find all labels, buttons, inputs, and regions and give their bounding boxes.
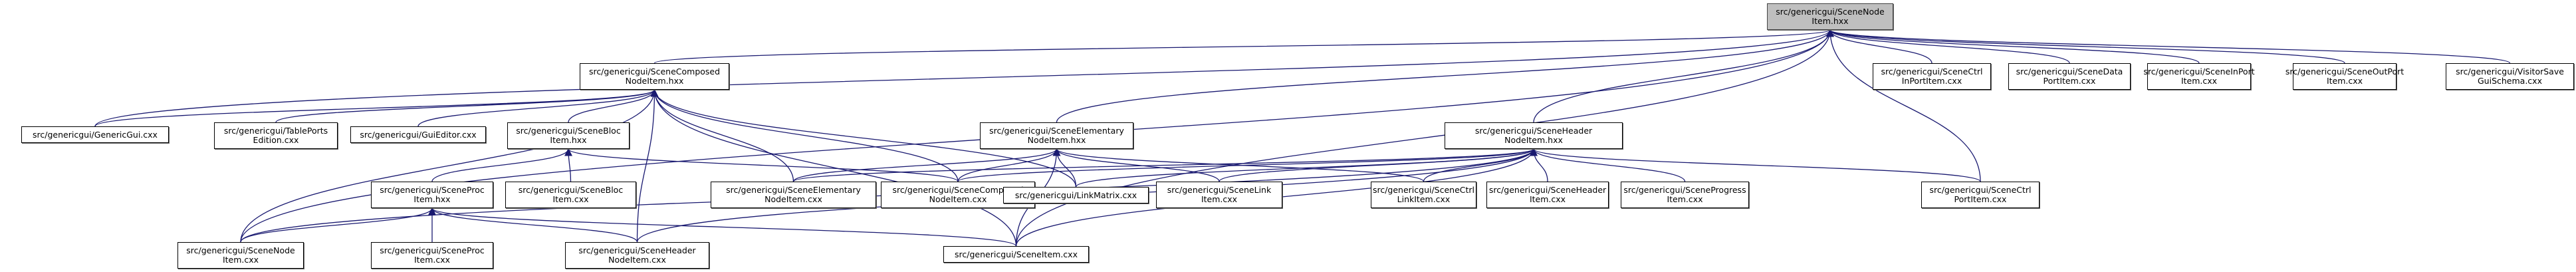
graph-node-linkmatrix[interactable]: src/genericgui/LinkMatrix.cxx <box>1003 187 1149 204</box>
edge-composed-hxx-to-root <box>653 29 1834 64</box>
graph-node-elementary-hxx[interactable]: src/genericgui/SceneElementary NodeItem.… <box>980 122 1133 149</box>
graph-node-header-hxx[interactable]: src/genericgui/SceneHeader NodeItem.hxx <box>1445 122 1623 149</box>
edge-ctrlport-to-root <box>1826 29 1981 182</box>
graph-node-bloc-cxx[interactable]: src/genericgui/SceneBloc Item.cxx <box>505 182 636 208</box>
graph-node-outport[interactable]: src/genericgui/SceneOutPort Item.cxx <box>2285 63 2404 90</box>
graph-node-progress[interactable]: src/genericgui/SceneProgress Item.cxx <box>1621 182 1749 208</box>
edge-outport-to-root <box>1826 29 2345 64</box>
graph-node-sceneitem[interactable]: src/genericgui/SceneItem.cxx <box>943 246 1089 263</box>
graph-node-nodeitem-cxx[interactable]: src/genericgui/SceneNode Item.cxx <box>177 242 304 269</box>
edge-ctrllink-to-header-hxx <box>1423 148 1538 182</box>
edge-tableports-to-composed-hxx <box>275 88 659 123</box>
edge-sceneitem-to-composed-hxx <box>650 88 1017 247</box>
edge-genericgui-to-composed-hxx <box>94 88 659 127</box>
graph-node-elementary-cxx[interactable]: src/genericgui/SceneElementary NodeItem.… <box>711 182 876 208</box>
edge-composed-cxx-to-elementary-hxx <box>957 148 1061 182</box>
edge-headeritem-to-header-hxx <box>1530 148 1548 182</box>
edge-composed-cxx-to-bloc-hxx <box>564 148 959 182</box>
edge-sceneitem-to-proc-hxx <box>428 207 1017 247</box>
edge-header-hxx-to-root <box>1533 29 1834 123</box>
graph-node-headeritem[interactable]: src/genericgui/SceneHeader Item.cxx <box>1486 182 1609 208</box>
edge-inport-to-root <box>1826 29 2200 64</box>
graph-node-linkitem[interactable]: src/genericgui/SceneLink Item.cxx <box>1156 182 1282 208</box>
edge-elementary-cxx-to-composed-hxx <box>650 88 794 182</box>
edge-visitorsave-to-root <box>1826 29 2511 64</box>
graph-node-visitorsave[interactable]: src/genericgui/VisitorSave GuiSchema.cxx <box>2446 63 2574 90</box>
graph-node-dataport[interactable]: src/genericgui/SceneData PortItem.cxx <box>2008 63 2131 90</box>
edge-linkitem-to-header-hxx <box>1219 148 1538 182</box>
graph-node-genericgui[interactable]: src/genericgui/GenericGui.cxx <box>21 126 169 143</box>
graph-node-headernode-cxx[interactable]: src/genericgui/SceneHeader NodeItem.cxx <box>565 242 709 269</box>
graph-node-proc-cxx[interactable]: src/genericgui/SceneProc Item.cxx <box>371 242 493 269</box>
graph-node-ctrlport[interactable]: src/genericgui/SceneCtrl PortItem.cxx <box>1921 182 2040 208</box>
graph-node-root[interactable]: src/genericgui/SceneNode Item.hxx <box>1767 3 1893 30</box>
graph-node-bloc-hxx[interactable]: src/genericgui/SceneBloc Item.hxx <box>507 122 630 149</box>
edge-nodeitem-cxx-to-proc-hxx <box>240 207 436 243</box>
edge-proc-hxx-to-bloc-hxx <box>431 148 572 182</box>
edge-genericgui-to-root <box>94 29 1834 127</box>
edge-linkmatrix-to-composed-hxx <box>650 88 1077 188</box>
graph-node-proc-hxx[interactable]: src/genericgui/SceneProc Item.hxx <box>371 182 493 208</box>
edge-headernode-cxx-to-proc-hxx <box>428 207 638 243</box>
edge-ctrlport-to-header-hxx <box>1530 148 1981 182</box>
graph-node-ctrlinport[interactable]: src/genericgui/SceneCtrl InPortItem.cxx <box>1873 63 1991 90</box>
graph-node-composed-hxx[interactable]: src/genericgui/SceneComposed NodeItem.hx… <box>580 63 729 90</box>
edge-composed-cxx-to-header-hxx <box>957 148 1538 182</box>
edge-progress-to-header-hxx <box>1530 148 1686 182</box>
edge-nodeitem-cxx-to-composed-hxx <box>240 88 659 243</box>
graph-node-guieditor[interactable]: src/genericgui/GuiEditor.cxx <box>350 126 486 143</box>
graph-node-inport[interactable]: src/genericgui/SceneInPort Item.cxx <box>2143 63 2255 90</box>
edge-headernode-cxx-to-composed-hxx <box>636 88 659 243</box>
edge-linkitem-to-elementary-hxx <box>1052 148 1220 182</box>
edge-elementary-hxx-to-root <box>1056 29 1834 123</box>
graph-node-ctrllink[interactable]: src/genericgui/SceneCtrl LinkItem.cxx <box>1371 182 1476 208</box>
edge-dataport-to-root <box>1826 29 2070 64</box>
edge-sceneitem-to-root <box>1015 29 1834 247</box>
edge-bloc-cxx-to-bloc-hxx <box>564 148 572 182</box>
graph-node-tableports[interactable]: src/genericgui/TablePorts Edition.cxx <box>214 122 338 149</box>
edge-ctrlinport-to-root <box>1826 29 1932 64</box>
edge-elementary-cxx-to-header-hxx <box>792 148 1538 182</box>
edge-guieditor-to-composed-hxx <box>417 88 659 127</box>
edge-composed-cxx-to-composed-hxx <box>650 88 959 182</box>
edge-elementary-cxx-to-elementary-hxx <box>792 148 1061 182</box>
